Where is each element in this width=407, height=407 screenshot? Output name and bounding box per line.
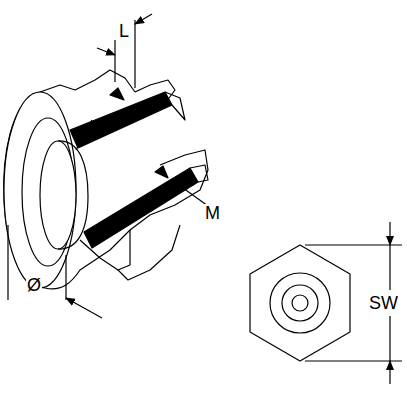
dimension-label: SW bbox=[368, 294, 399, 312]
dimension-label: L bbox=[118, 22, 130, 40]
dimension-label: M bbox=[204, 204, 221, 222]
dimension-label: Ø bbox=[26, 276, 42, 294]
